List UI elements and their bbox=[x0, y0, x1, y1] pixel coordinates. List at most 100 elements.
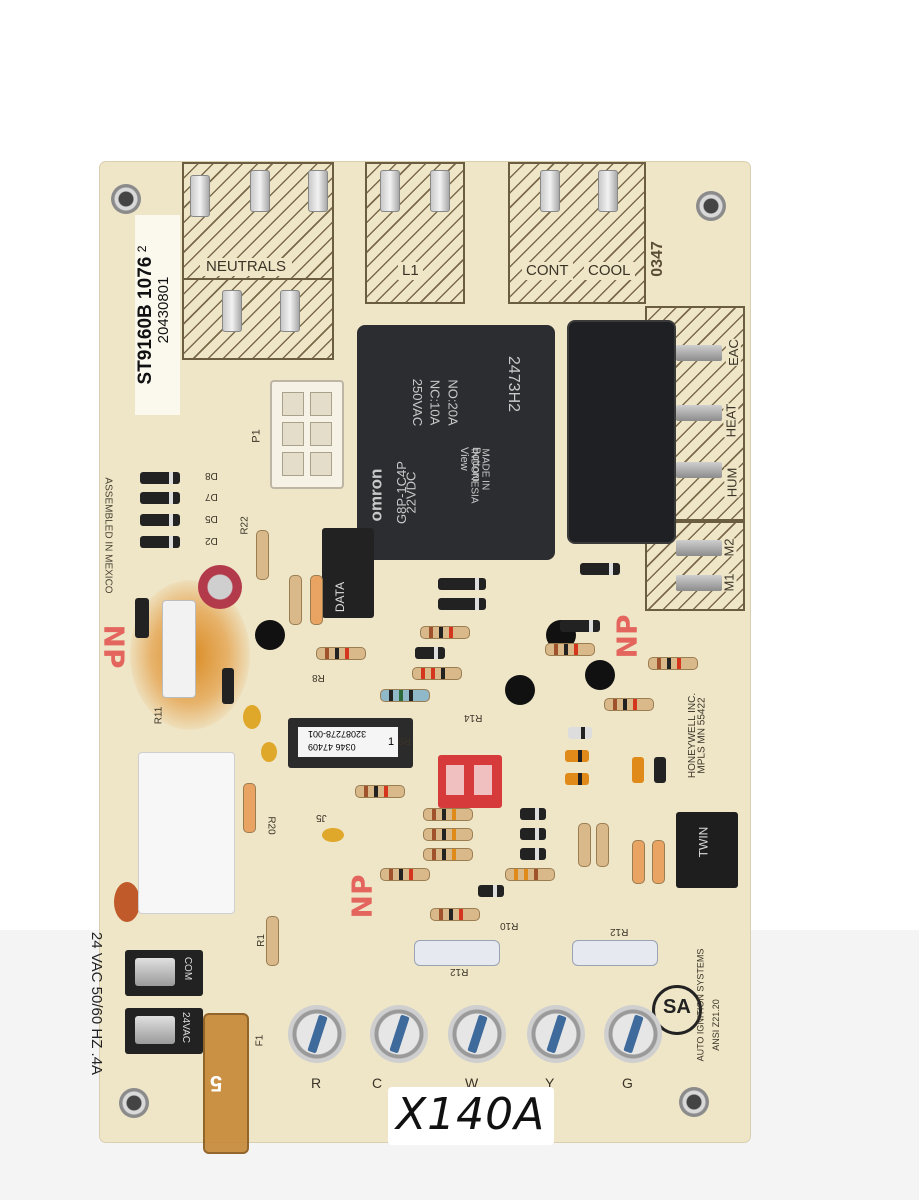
diode-d8b bbox=[520, 828, 546, 840]
resistor-r15 bbox=[505, 868, 555, 881]
neutral-tab-1[interactable] bbox=[190, 175, 210, 217]
terminal-label-y: Y bbox=[545, 1075, 555, 1091]
hum-label: HUM bbox=[724, 467, 740, 498]
auto-ignition-line1: AUTO IGNITION SYSTEMS bbox=[695, 948, 706, 1062]
resistor-r4 bbox=[423, 848, 473, 861]
np-mark-3: NP bbox=[345, 874, 379, 919]
diode-d16 bbox=[438, 578, 486, 590]
heat-label: HEAT bbox=[723, 403, 739, 438]
np-mark-1: NP bbox=[97, 624, 131, 669]
fuse[interactable] bbox=[203, 1013, 249, 1154]
p1-pin-2 bbox=[310, 392, 332, 416]
neutrals-terminal-block-lower bbox=[182, 280, 334, 360]
resistor-r18 bbox=[380, 689, 430, 702]
diode-d11 bbox=[565, 773, 589, 785]
resistor-r7 bbox=[430, 908, 480, 921]
capacitor-c1 bbox=[243, 705, 261, 729]
label-d7: D7 bbox=[205, 491, 218, 502]
eac-tab[interactable] bbox=[676, 345, 722, 361]
ic-date: 0346 47409 bbox=[308, 742, 356, 752]
assembled-in-text: ASSEMBLED IN MEXICO bbox=[102, 477, 114, 594]
twin-connector[interactable] bbox=[676, 812, 738, 888]
np-mark-2: NP bbox=[610, 614, 644, 659]
diode-d5 bbox=[140, 514, 180, 526]
diode-d17 bbox=[415, 647, 445, 659]
auto-ignition-line2: ANSI Z21.20 bbox=[710, 999, 721, 1051]
p1-pin-1 bbox=[282, 392, 304, 416]
l1-tab-2[interactable] bbox=[430, 170, 450, 212]
24vac-label: 24VAC bbox=[179, 1012, 191, 1043]
diode-d13 bbox=[654, 757, 666, 783]
resistor-r24 bbox=[412, 667, 462, 680]
relay-rating-2: NC:10A bbox=[427, 379, 443, 426]
p1-label: P1 bbox=[250, 429, 263, 443]
csa-mark: SA bbox=[652, 985, 702, 1035]
model-sticker bbox=[135, 215, 180, 415]
resistor-r19 bbox=[243, 783, 256, 833]
resistor-r23 bbox=[310, 575, 323, 625]
neutral-tab-2[interactable] bbox=[250, 170, 270, 212]
heat-tab[interactable] bbox=[676, 405, 722, 421]
com-label: COM bbox=[182, 956, 194, 981]
relay-origin: MADE IN INDONESIA bbox=[468, 448, 491, 504]
label-f1: F1 bbox=[254, 1034, 266, 1047]
terminal-label-c: C bbox=[372, 1075, 383, 1091]
relay-rating-3: 250VAC bbox=[410, 378, 426, 427]
mounting-hole-top-left bbox=[111, 184, 141, 214]
resistor-r32 bbox=[545, 643, 595, 656]
cont-tab[interactable] bbox=[540, 170, 560, 212]
label-r20: R11 bbox=[153, 706, 165, 725]
ic-part: 32087278-001 bbox=[308, 729, 367, 739]
cont-cool-terminal-block bbox=[508, 162, 646, 304]
label-j5: R10 bbox=[500, 920, 519, 931]
neutral-tab-5[interactable] bbox=[280, 290, 300, 332]
dip-switch-toggle-2[interactable] bbox=[474, 765, 492, 795]
resistor-r1 bbox=[266, 916, 279, 966]
p1-connector[interactable] bbox=[270, 380, 344, 489]
dip-switch-toggle-1[interactable] bbox=[446, 765, 464, 795]
resistor-r11 bbox=[414, 940, 500, 966]
hum-tab[interactable] bbox=[676, 462, 722, 478]
m2-tab[interactable] bbox=[676, 540, 722, 556]
screw-terminal-y[interactable] bbox=[527, 1005, 585, 1063]
handwritten-label: X140A bbox=[388, 1087, 554, 1145]
m1-tab[interactable] bbox=[676, 575, 722, 591]
neutral-tab-4[interactable] bbox=[222, 290, 242, 332]
ic-chip-label: 32087278-001 0346 47409 1 bbox=[298, 727, 398, 757]
data-connector[interactable] bbox=[322, 528, 374, 618]
screw-terminal-r[interactable] bbox=[288, 1005, 346, 1063]
diode-d9 bbox=[565, 750, 589, 762]
eac-label: EAC bbox=[725, 339, 741, 366]
terminal-label-r: R bbox=[311, 1075, 322, 1091]
relay-code: 2473H2 bbox=[505, 355, 523, 413]
diode-d7 bbox=[140, 492, 180, 504]
screw-terminal-w[interactable] bbox=[448, 1005, 506, 1063]
24vac-terminal[interactable] bbox=[125, 1008, 203, 1054]
label-c5: J5 bbox=[316, 812, 327, 823]
diode-d12 bbox=[632, 757, 644, 783]
screw-terminal-g[interactable] bbox=[604, 1005, 662, 1063]
diode-d6b bbox=[520, 848, 546, 860]
p1-pin-6 bbox=[310, 452, 332, 476]
twin-label: TWIN bbox=[696, 826, 711, 858]
com-terminal[interactable] bbox=[125, 950, 203, 996]
diode-d18 bbox=[568, 727, 592, 739]
neutral-tab-3[interactable] bbox=[308, 170, 328, 212]
transistor-q2 bbox=[505, 675, 535, 705]
csa-mark-text: SA bbox=[663, 996, 691, 1018]
motor-terminal-block bbox=[645, 521, 745, 611]
cont-label-text: CONT bbox=[526, 262, 569, 279]
screw-terminal-c[interactable] bbox=[370, 1005, 428, 1063]
l1-tab-1[interactable] bbox=[380, 170, 400, 212]
l1-label: L1 bbox=[398, 262, 423, 280]
label-d8: D8 bbox=[205, 470, 218, 481]
resistor-r16 bbox=[380, 868, 430, 881]
dip-switch[interactable] bbox=[438, 755, 502, 808]
capacitor-c4 bbox=[114, 882, 140, 922]
cool-tab[interactable] bbox=[598, 170, 618, 212]
label-j1: R9 bbox=[398, 735, 411, 746]
cont-label: CONT bbox=[522, 262, 573, 280]
large-relay bbox=[567, 320, 676, 544]
resistor-r21 bbox=[420, 626, 470, 639]
24vac-tab bbox=[135, 1016, 175, 1044]
